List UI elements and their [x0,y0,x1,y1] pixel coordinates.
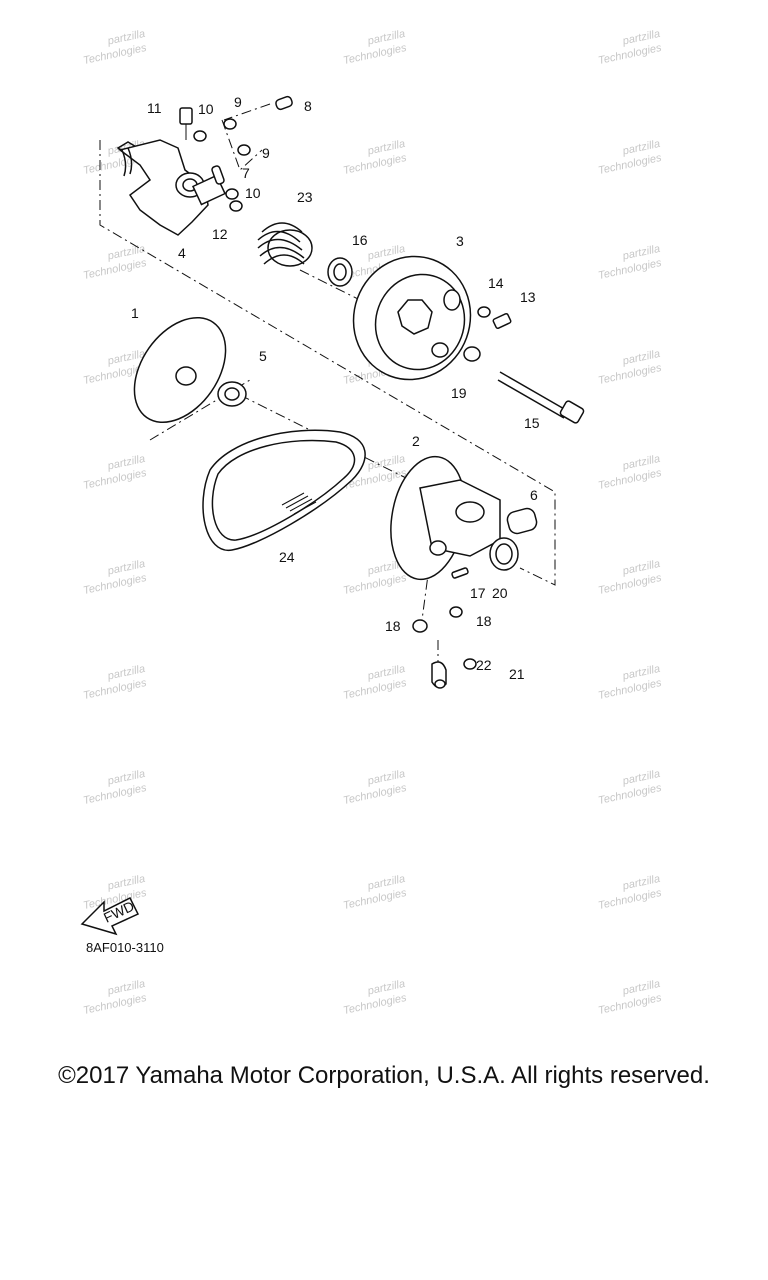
callout-12: 12 [212,226,228,242]
callout-24: 24 [279,549,295,565]
part-16-bushing [327,257,353,287]
callout-5: 5 [259,348,267,364]
callout-9: 9 [262,145,270,161]
callout-17: 17 [470,585,486,601]
callout-4: 4 [178,245,186,261]
callout-6: 6 [530,487,538,503]
hardware-bolts-rollers [179,95,293,212]
callout-23: 23 [297,189,313,205]
callout-9: 9 [234,94,242,110]
part-24-belt [202,429,366,551]
part-3-housing [352,255,472,381]
bolts-13-14-19-15 [463,306,585,424]
callout-13: 13 [520,289,536,305]
diagram-code: 8AF010-3110 [86,940,164,955]
parts-17-18-21-22 [412,567,477,689]
callout-11: 11 [147,100,162,116]
callout-14: 14 [488,275,504,291]
copyright-notice: ©2017 Yamaha Motor Corporation, U.S.A. A… [58,1062,710,1089]
callout-8: 8 [304,98,312,114]
part-4-spider-hub [116,139,227,236]
callout-10: 10 [198,101,214,117]
part-6-20-bushings [489,507,538,571]
part-5-collar [217,381,247,407]
callout-1: 1 [131,305,139,321]
callout-18: 18 [476,613,492,629]
callout-10: 10 [245,185,261,201]
callout-21: 21 [509,666,525,682]
callout-16: 16 [352,232,368,248]
callout-7: 7 [242,165,250,181]
callout-22: 22 [476,657,492,673]
callout-18: 18 [385,618,401,634]
part-2-movable-sheave [390,455,501,581]
callout-3: 3 [456,233,464,249]
part-1-sheave [133,316,227,424]
callout-20: 20 [492,585,508,601]
callout-19: 19 [451,385,467,401]
callout-2: 2 [412,433,420,449]
callout-15: 15 [524,415,540,431]
part-23-spring [257,222,313,267]
